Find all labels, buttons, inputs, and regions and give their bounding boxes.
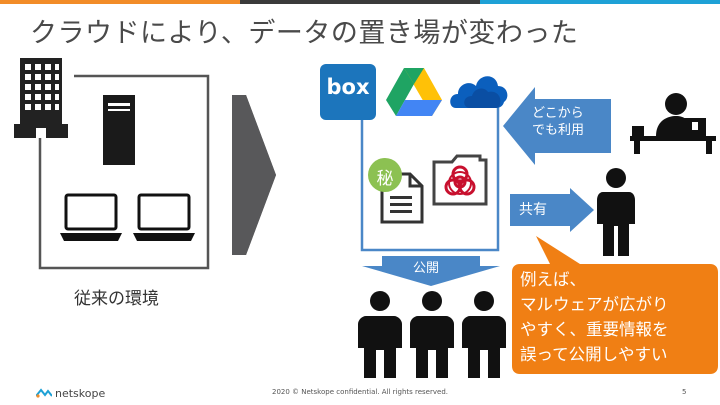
secret-badge: 秘 <box>368 158 402 192</box>
desk-worker-icon <box>630 93 716 154</box>
box-logo-text: box <box>326 75 370 99</box>
biohazard-folder-icon <box>432 154 488 206</box>
laptop-icon <box>133 193 195 241</box>
page-number: 5 <box>682 388 687 396</box>
publish-label: 公開 <box>413 261 440 276</box>
top-bar-orange <box>0 0 240 4</box>
onedrive-cloud-icon <box>450 76 508 108</box>
publish-arrow <box>362 256 500 286</box>
transition-arrow <box>232 95 276 255</box>
share-arrow <box>510 188 594 232</box>
traditional-environment-frame <box>38 74 210 270</box>
netskope-logo: netskope <box>36 386 105 400</box>
biohazard-icon <box>444 165 476 196</box>
callout-line-1: 例えば、 <box>520 270 586 289</box>
top-accent-bar <box>0 0 720 4</box>
group-people-icon <box>358 291 506 378</box>
traditional-environment-label: 従来の環境 <box>74 289 159 309</box>
warning-callout-shape <box>512 236 718 374</box>
top-bar-dark <box>240 0 480 4</box>
top-bar-blue <box>480 0 720 4</box>
callout-line-3: やすく、重要情報を <box>520 320 669 339</box>
access-anywhere-label: どこから でも利用 <box>532 106 585 138</box>
laptop-icon <box>60 193 122 241</box>
server-tower-icon <box>103 95 135 165</box>
share-label: 共有 <box>519 202 547 218</box>
callout-line-2: マルウェアが広がり <box>520 295 669 314</box>
netskope-mark-icon <box>36 388 52 398</box>
box-logo: box <box>320 64 376 120</box>
google-drive-icon <box>386 68 442 116</box>
secret-document-icon: 秘 <box>368 158 430 228</box>
slide-title: クラウドにより、データの置き場が変わった <box>30 18 579 49</box>
callout-line-4: 誤って公開しやすい <box>520 345 668 364</box>
footer-copyright: 2020 © Netskope confidential. All rights… <box>271 388 448 396</box>
cloud-environment-frame <box>360 100 500 252</box>
access-anywhere-arrow <box>503 87 611 165</box>
brand-name: netskope <box>55 386 106 400</box>
person-icon <box>597 168 635 256</box>
office-building-icon <box>14 58 68 138</box>
secret-badge-label: 秘 <box>376 169 394 189</box>
warning-callout: 例えば、 マルウェアが広がり やすく、重要情報を 誤って公開しやすい <box>520 267 716 367</box>
